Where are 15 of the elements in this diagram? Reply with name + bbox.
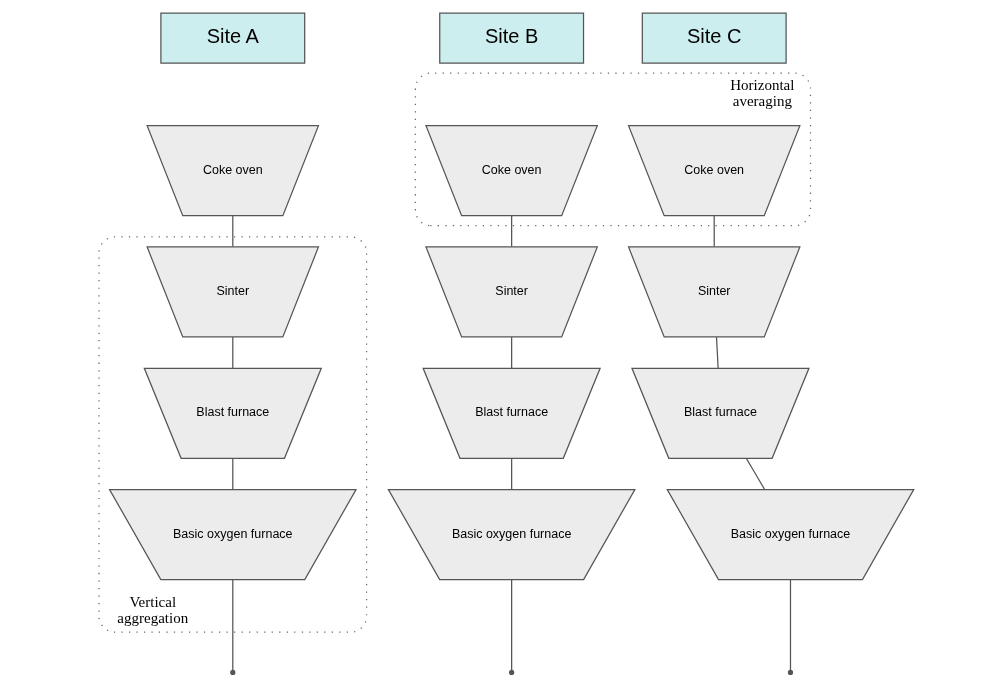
node-box: Site C [641, 12, 787, 64]
connector [231, 215, 233, 248]
node-box: Site A [159, 12, 305, 64]
connector [745, 457, 765, 490]
node-box: Site B [438, 12, 584, 64]
connector [713, 215, 715, 248]
connector [510, 579, 512, 671]
connector [715, 336, 719, 369]
connector [510, 457, 512, 490]
connector [510, 336, 512, 369]
connector [231, 579, 233, 671]
connector [789, 579, 791, 671]
connector [231, 457, 233, 490]
connector [510, 215, 512, 248]
connector [231, 336, 233, 369]
